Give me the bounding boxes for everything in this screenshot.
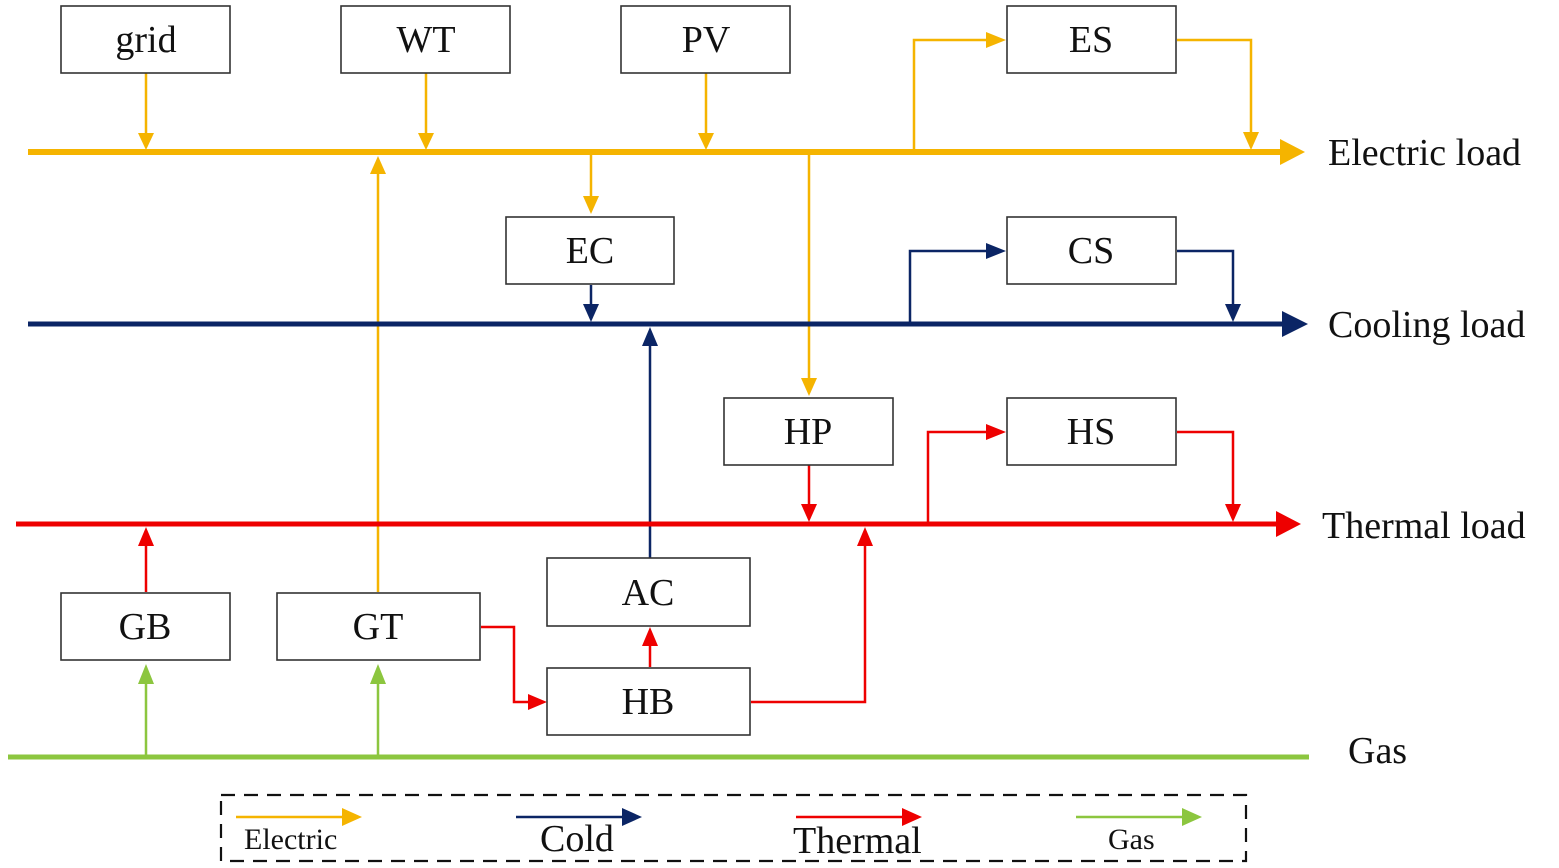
cs-out-arrowhead [1225, 304, 1241, 322]
pv-box: PV [620, 5, 791, 74]
gas-label: Gas [1348, 730, 1407, 772]
gt-box: GT [276, 592, 481, 661]
es-out-arrowhead [1243, 132, 1259, 150]
ec-label: EC [566, 230, 615, 272]
grid-label: grid [115, 19, 176, 61]
wt-box: WT [340, 5, 511, 74]
pv-label: PV [682, 19, 731, 61]
es-in-arrowhead [986, 32, 1006, 48]
wt-label: WT [396, 19, 455, 61]
hb-out-arrowhead [857, 527, 873, 546]
ec-in-arrowhead [583, 196, 599, 214]
cs-box: CS [1006, 216, 1177, 285]
electric-bus-arrowhead [1280, 139, 1305, 165]
es-label: ES [1069, 19, 1113, 61]
hp-label: HP [784, 411, 833, 453]
hb-to-thermal-bus [751, 546, 867, 704]
cs-to-cooling-bus [1177, 249, 1235, 306]
legend-electric-label: Electric [244, 823, 337, 856]
ec-out-arrowhead [583, 304, 599, 322]
legend-frame [219, 793, 1248, 863]
legend-thermal: Thermal [793, 808, 922, 862]
legend-gas: Gas [1076, 808, 1202, 856]
hb-label: HB [622, 681, 675, 723]
ec-box: EC [505, 216, 675, 285]
thermal-flows [16, 424, 1301, 710]
ac-in-arrowhead [642, 627, 658, 646]
gb-gas-arrowhead [138, 664, 154, 684]
es-to-electric-bus [1177, 38, 1253, 134]
legend-gas-label: Gas [1108, 823, 1155, 856]
hp-box: HP [723, 397, 894, 466]
gb-label: GB [119, 606, 172, 648]
legend-cold: Cold [516, 808, 642, 860]
electric-flows [28, 32, 1305, 592]
hs-box: HS [1006, 397, 1177, 466]
legend-gas-arrowhead [1182, 808, 1202, 826]
gas-flows [8, 664, 1309, 760]
gt-gas-arrowhead [370, 664, 386, 684]
hs-to-thermal-bus [1177, 430, 1235, 506]
gt-label: GT [353, 606, 404, 648]
grid-arrowhead [138, 133, 154, 150]
hb-box: HB [546, 667, 751, 736]
legend-thermal-arrowhead [902, 808, 922, 826]
legend-cold-label: Cold [540, 818, 614, 860]
gt-to-hb [481, 625, 530, 704]
gt-electric-arrowhead [370, 156, 386, 174]
electric-load-label: Electric load [1328, 132, 1521, 174]
hs-label: HS [1067, 411, 1116, 453]
thermal-bus-arrowhead [1276, 511, 1301, 537]
electric-bus-to-es [912, 38, 988, 152]
legend-cold-arrowhead [622, 808, 642, 826]
cs-label: CS [1068, 230, 1114, 272]
legend-electric: Electric [236, 808, 362, 856]
pv-arrowhead [698, 133, 714, 150]
cooling-bus-arrowhead [1282, 311, 1308, 337]
gb-box: GB [60, 592, 231, 661]
hp-in-arrowhead [801, 378, 817, 396]
ac-out-arrowhead [642, 327, 658, 346]
es-box: ES [1006, 5, 1177, 74]
gb-out-arrowhead [138, 527, 154, 546]
wt-arrowhead [418, 133, 434, 150]
cs-in-arrowhead [986, 243, 1006, 259]
thermal-bus-to-hs [926, 430, 988, 524]
cooling-bus-to-cs [908, 249, 988, 324]
hs-in-arrowhead [986, 424, 1006, 440]
grid-box: grid [60, 5, 231, 74]
hs-out-arrowhead [1225, 504, 1241, 522]
ac-label: AC [622, 572, 675, 614]
legend-thermal-label: Thermal [793, 820, 922, 862]
hp-out-arrowhead [801, 504, 817, 522]
legend: Electric Cold Thermal Gas [219, 793, 1248, 863]
ac-box: AC [546, 557, 751, 627]
legend-electric-arrowhead [342, 808, 362, 826]
hb-in-arrowhead [528, 694, 547, 710]
thermal-load-label: Thermal load [1322, 505, 1526, 547]
cooling-load-label: Cooling load [1328, 304, 1525, 346]
